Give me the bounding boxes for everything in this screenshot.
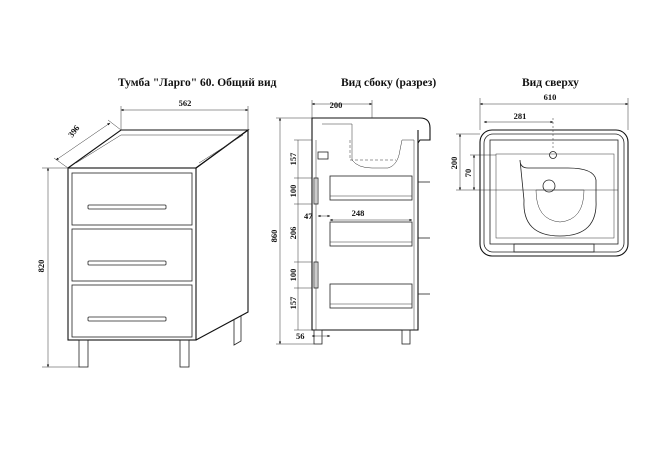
side-view-title: Вид сбоку (разрез) [341, 77, 437, 89]
side-height-label: 860 [269, 230, 279, 243]
side-view: 200 860 157 100 206 100 157 47 248 56 [269, 100, 431, 345]
side-drawer-depth-label: 248 [352, 208, 365, 218]
main-view-title: Тумба "Ларго" 60. Общий вид [118, 77, 277, 89]
top-inner-label: 70 [463, 169, 473, 178]
front-width-label: 562 [179, 98, 192, 108]
side-width-label: 200 [330, 100, 343, 110]
top-depth-label: 200 [449, 157, 459, 170]
side-middle-label: 206 [288, 227, 298, 240]
top-view-title: Вид сверху [522, 77, 579, 89]
side-legs-label: 56 [296, 331, 305, 341]
side-bottom-gap-label: 157 [288, 296, 298, 310]
side-top-gap-label: 157 [288, 152, 298, 166]
front-depth-label: 396 [66, 123, 82, 139]
front-view: 396 562 820 [36, 98, 250, 368]
top-view: 610 281 200 70 [449, 92, 629, 257]
side-handle-upper-label: 100 [288, 185, 298, 198]
top-hole-offset-label: 281 [514, 111, 527, 121]
side-offset-label: 47 [304, 211, 313, 221]
front-height-label: 820 [36, 260, 46, 273]
side-handle-lower-label: 100 [288, 269, 298, 282]
top-width-label: 610 [544, 92, 557, 102]
